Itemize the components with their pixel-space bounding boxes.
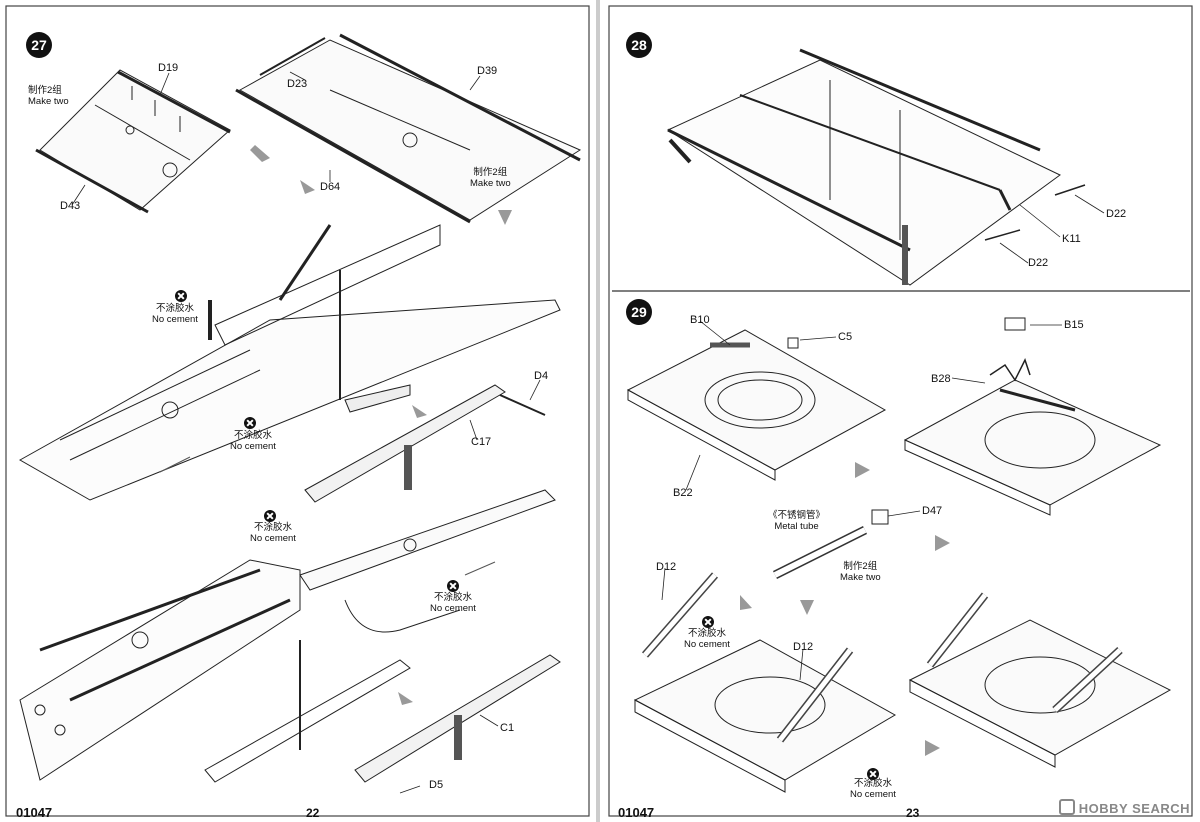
part-label-b15: B15: [1064, 319, 1084, 331]
make-two-en: Make two: [28, 95, 69, 107]
step-28-badge: 28: [626, 32, 652, 58]
part-label-d22-upper: D22: [1106, 208, 1127, 220]
no-cement-en: No cement: [250, 532, 296, 544]
page-number-left: 22: [306, 806, 320, 820]
no-cement-icon: [244, 417, 256, 429]
part-label-c17: C17: [471, 436, 492, 448]
no-cement-note-5: 不涂胶水 No cement: [684, 628, 730, 651]
no-cement-icon: [447, 580, 459, 592]
kit-code-left: 01047: [16, 805, 53, 820]
part-label-d19: D19: [158, 62, 179, 74]
no-cement-cn: 不涂胶水: [155, 303, 194, 314]
metal-tube-note: 《不锈钢管》 Metal tube: [768, 510, 826, 533]
metal-tube-cn: 《不锈钢管》: [768, 510, 826, 521]
part-label-c5: C5: [838, 331, 853, 343]
no-cement-note-1: 不涂胶水 No cement: [152, 303, 198, 326]
no-cement-cn: 不涂胶水: [253, 522, 292, 533]
no-cement-en: No cement: [152, 313, 198, 325]
no-cement-note-3: 不涂胶水 No cement: [250, 522, 296, 545]
no-cement-cn: 不涂胶水: [233, 430, 272, 441]
kit-code-right: 01047: [618, 805, 655, 820]
no-cement-icon: [264, 510, 276, 522]
no-cement-note-4: 不涂胶水 No cement: [430, 592, 476, 615]
part-label-d12-left: D12: [656, 561, 677, 573]
part-label-b22: B22: [673, 487, 693, 499]
part-label-d12-center: D12: [793, 641, 814, 653]
step-27-badge: 27: [26, 32, 52, 58]
part-label-d47: D47: [922, 505, 943, 517]
part-label-d5: D5: [429, 779, 444, 791]
watermark: HOBBY SEARCH: [1058, 799, 1190, 816]
no-cement-cn: 不涂胶水: [687, 628, 726, 639]
step-29-number: 29: [631, 304, 647, 320]
part-label-c1: C1: [500, 722, 515, 734]
no-cement-cn: 不涂胶水: [853, 778, 892, 789]
no-cement-icon: [702, 616, 714, 628]
part-label-d4: D4: [534, 370, 549, 382]
watermark-logo-icon: [1058, 799, 1075, 815]
part-label-k11: K11: [1062, 233, 1081, 245]
metal-tube-en: Metal tube: [774, 520, 819, 532]
part-label-d43: D43: [60, 200, 81, 212]
make-two-en: Make two: [840, 571, 881, 583]
no-cement-icon: [867, 768, 879, 780]
make-two-en: Make two: [470, 177, 511, 189]
make-two-note-right: 制作2组 Make two: [840, 561, 881, 584]
no-cement-en: No cement: [230, 440, 276, 452]
part-label-b10: B10: [690, 314, 710, 326]
no-cement-note-6: 不涂胶水 No cement: [850, 778, 896, 801]
part-label-b28: B28: [931, 373, 951, 385]
make-two-cn: 制作2组: [843, 561, 878, 572]
no-cement-note-2: 不涂胶水 No cement: [230, 430, 276, 453]
watermark-text: HOBBY SEARCH: [1078, 801, 1190, 816]
no-cement-icon: [175, 290, 187, 302]
step-29-badge: 29: [626, 299, 652, 325]
no-cement-en: No cement: [430, 602, 476, 614]
step-28-number: 28: [631, 37, 647, 53]
make-two-note-mid: 制作2组 Make two: [470, 167, 511, 190]
part-label-d64: D64: [320, 181, 341, 193]
page-number-right: 23: [906, 806, 920, 820]
no-cement-en: No cement: [684, 638, 730, 650]
part-label-d39: D39: [477, 65, 498, 77]
part-label-d22-lower: D22: [1028, 257, 1049, 269]
part-label-d23: D23: [287, 78, 308, 90]
step-27-number: 27: [31, 37, 47, 53]
make-two-cn: 制作2组: [28, 85, 62, 96]
make-two-cn: 制作2组: [473, 167, 508, 178]
make-two-note-left: 制作2组 Make two: [28, 85, 69, 108]
no-cement-en: No cement: [850, 788, 896, 800]
no-cement-cn: 不涂胶水: [433, 592, 472, 603]
